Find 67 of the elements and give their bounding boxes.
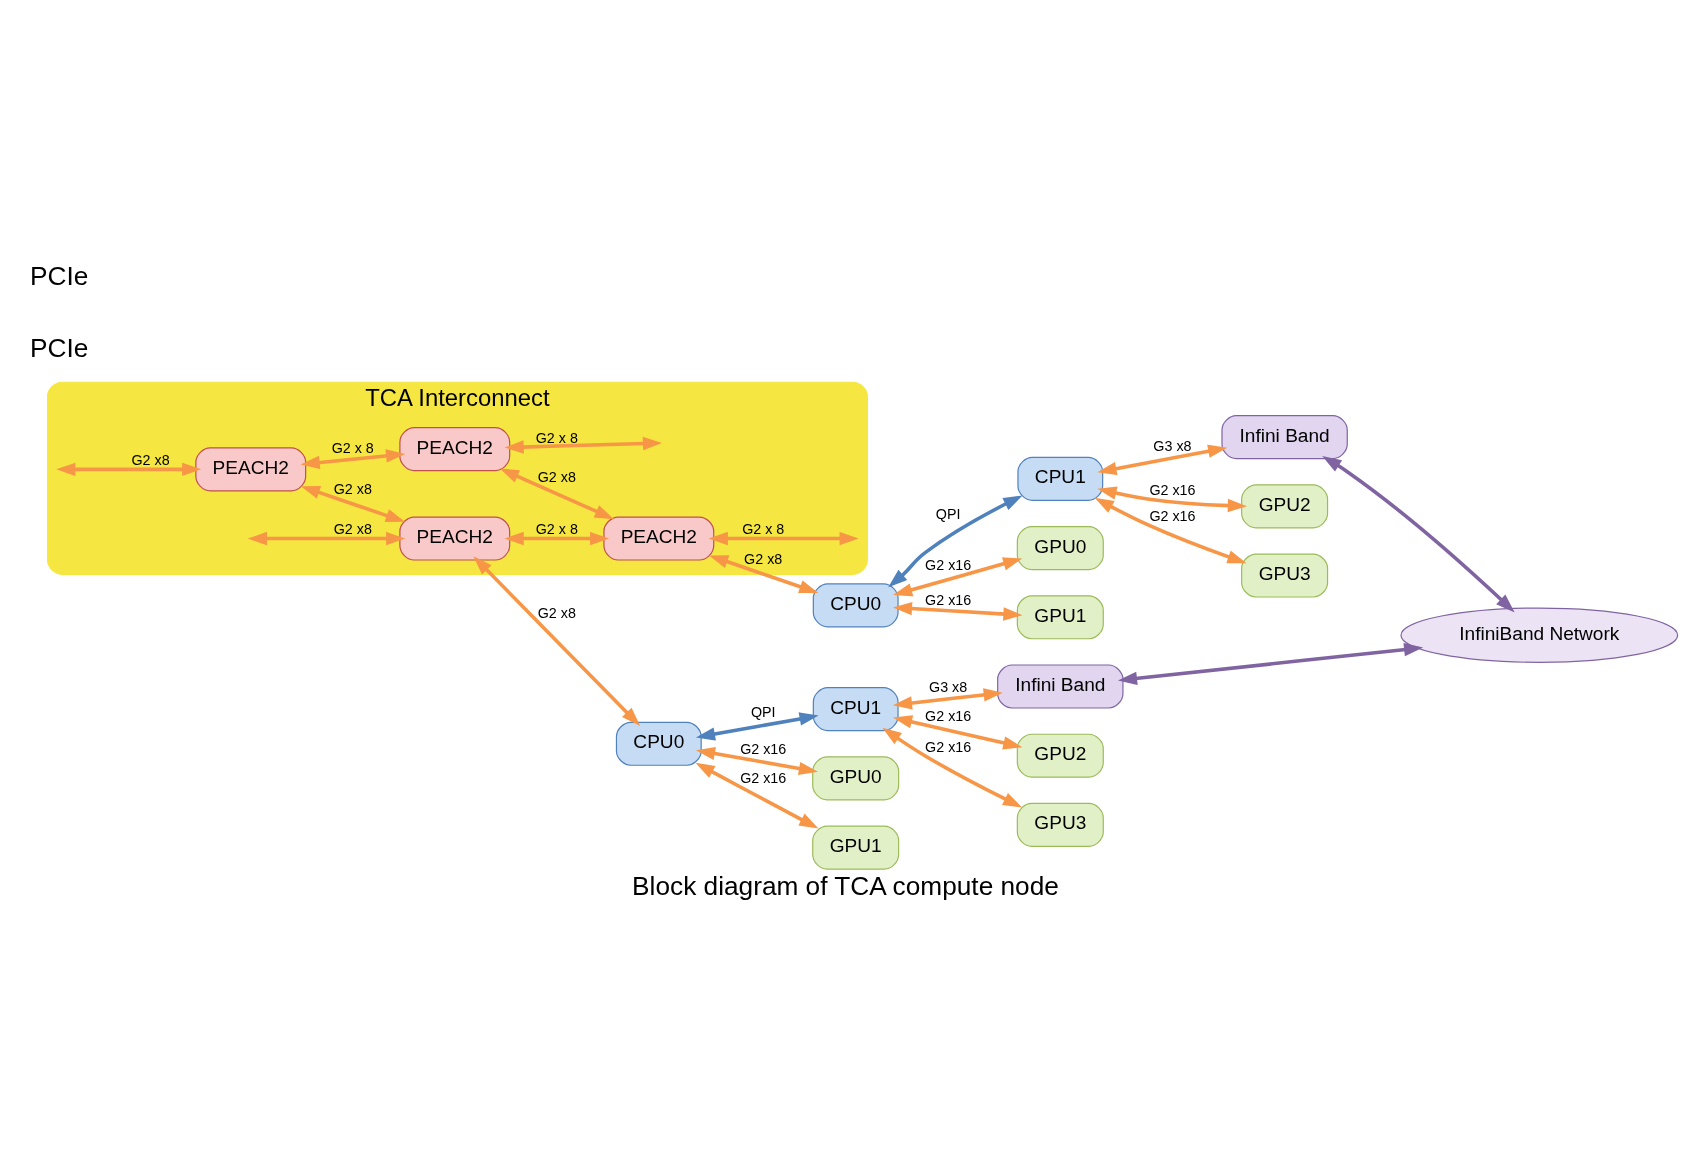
edge-label: G3 x8	[1153, 437, 1192, 454]
arrow	[504, 531, 610, 546]
arrow	[56, 462, 202, 477]
node-box: Infini Band	[997, 664, 1124, 709]
arrow	[695, 712, 819, 741]
node-box: PEACH2	[399, 516, 511, 561]
arrow	[1094, 497, 1247, 564]
arrow	[892, 688, 1003, 710]
arrow	[247, 531, 406, 546]
node-box: CPU1	[1017, 456, 1104, 501]
node-box: CPU0	[615, 721, 702, 766]
edge-label: G2 x 8	[331, 440, 374, 457]
arrow	[709, 555, 819, 594]
arrow	[1322, 455, 1515, 613]
node-box: GPU3	[1241, 553, 1329, 598]
node-box: GPU0	[1016, 526, 1104, 571]
edge-label: G2 x16	[925, 707, 972, 724]
arrow	[695, 746, 818, 776]
edge-label: G2 x16	[740, 769, 787, 786]
node-box: CPU0	[812, 583, 899, 628]
arrow	[300, 486, 405, 522]
node-box: GPU1	[812, 825, 900, 870]
edge-label: G3 x8	[929, 678, 968, 695]
arrow	[882, 727, 1023, 808]
arrow	[708, 531, 859, 546]
edge-label: G2 x8	[537, 468, 576, 485]
arrow	[892, 601, 1023, 621]
node-box: PEACH2	[399, 427, 511, 472]
node-box: GPU3	[1016, 802, 1104, 847]
edge-label: G2 x 8	[742, 521, 785, 538]
node-box: GPU2	[1241, 484, 1329, 529]
node-box: GPU2	[1016, 733, 1104, 778]
edge-label: G2 x8	[333, 480, 372, 497]
edge-label: G2 x8	[131, 452, 170, 469]
arrow	[473, 556, 641, 727]
edge-label: G2 x16	[1149, 508, 1196, 525]
edge-label: G2 x16	[740, 741, 787, 758]
node-box: Infini Band	[1221, 415, 1348, 460]
edge-label: QPI	[750, 704, 776, 721]
node-box: GPU1	[1016, 595, 1104, 640]
edge-label: G2 x16	[925, 738, 972, 755]
edge-label: G2 x 8	[535, 521, 578, 538]
label: PCIe	[30, 261, 89, 292]
edge-label: G2 x 8	[535, 429, 578, 446]
arrow	[1097, 444, 1228, 476]
edge-label: G2 x16	[925, 591, 972, 608]
node-box: GPU0	[812, 756, 900, 801]
label: PCIe	[30, 332, 89, 363]
arrow	[888, 495, 1023, 588]
arrow	[893, 557, 1023, 597]
arrow	[300, 449, 406, 470]
edge-label: G2 x16	[925, 557, 972, 574]
arrow	[1097, 486, 1247, 513]
edge-label: G2 x16	[1149, 482, 1196, 499]
arrow	[695, 762, 819, 829]
edge-label: G2 x8	[537, 605, 576, 622]
node-box: PEACH2	[195, 447, 307, 492]
arrow	[1117, 642, 1424, 686]
node-box: CPU1	[812, 687, 899, 732]
edge-label: QPI	[935, 505, 961, 522]
node-box: PEACH2	[603, 516, 715, 561]
caption: Block diagram of TCA compute node	[632, 870, 1059, 901]
edge-label: G2 x8	[744, 551, 783, 568]
arrow	[893, 715, 1023, 750]
arrow	[504, 436, 663, 454]
edge-label: G2 x8	[333, 521, 372, 538]
arrow	[499, 468, 614, 520]
